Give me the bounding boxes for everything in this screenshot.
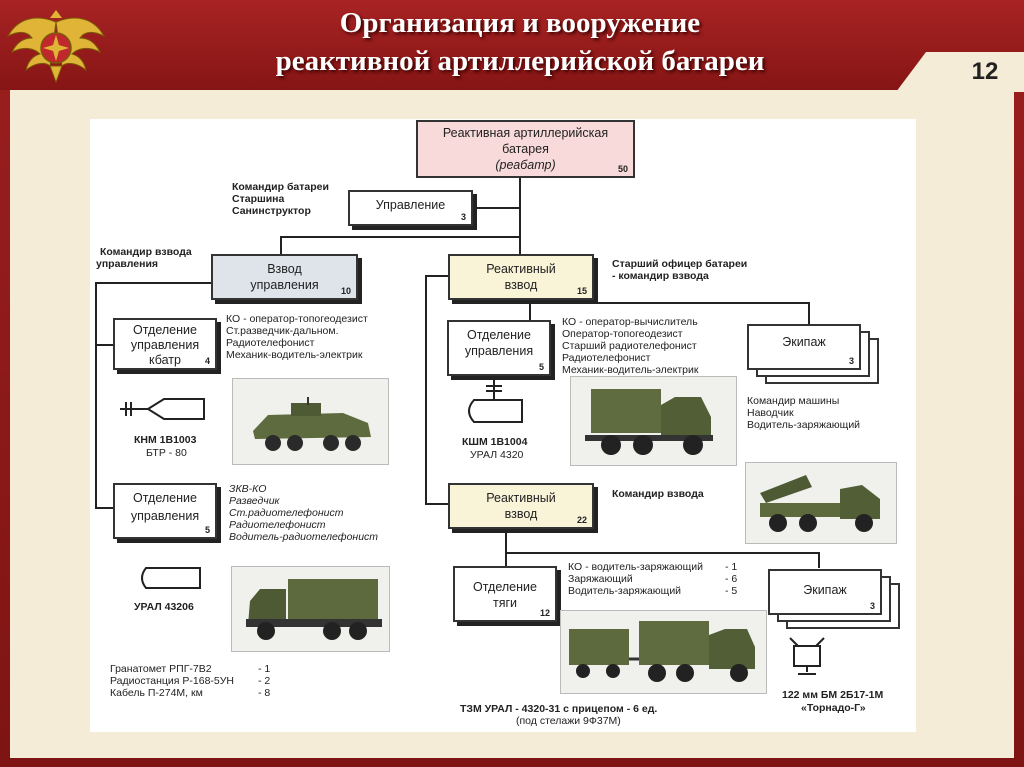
control-note: Командир батареи Старшина Санинструктор [232, 181, 329, 217]
control-label: Управление [375, 198, 446, 212]
traction-count: 12 [539, 608, 550, 618]
banner-corner [896, 52, 1024, 92]
connector [508, 302, 810, 304]
crew1-count: 3 [848, 356, 854, 366]
section-kbatr-crew: КО - оператор-топогеодезист Ст.разведчик… [226, 313, 368, 361]
section-rp-label-2: управления [464, 344, 534, 358]
tzm-vehicle-label: ТЗМ УРАЛ - 4320-31 с прицепом - 6 ед. [460, 703, 658, 715]
connector [505, 531, 507, 552]
connector [280, 236, 521, 238]
connector [425, 275, 427, 503]
tzm-vehicle-sublabel: (под стелажи 9Ф37М) [516, 715, 621, 727]
rocket-platoon-1-label-2: взвод [504, 278, 538, 292]
battery-label-line1: Реактивная артиллерийская [442, 126, 609, 140]
rocket-platoon-2-count: 22 [576, 515, 587, 525]
ksm-vehicle-name: КШМ 1В1004 [462, 436, 528, 448]
slide-number: 12 [971, 58, 999, 85]
rocket-launcher-symbol-icon [789, 637, 825, 675]
section-control2-crew: ЗКВ-КО Разведчик Ст.радиотелефонист Ради… [229, 483, 379, 543]
connector [818, 552, 820, 568]
battery-count: 50 [617, 164, 628, 174]
command-vehicle-symbol-icon [120, 398, 205, 420]
battery-box: Реактивная артиллерийская батарея (реаба… [416, 120, 635, 178]
rocket-platoon-2-note: Командир взвода [612, 488, 704, 500]
section-rp-crew: КО - оператор-вычислитель Оператор-топог… [562, 316, 699, 376]
control-platoon-label-2: управления [250, 278, 319, 292]
section-rp-label-1: Отделение [467, 328, 531, 342]
connector [95, 344, 113, 346]
section-control2-box: Отделение управления 5 [113, 483, 217, 539]
double-headed-eagle-emblem [6, 10, 106, 84]
connector [425, 275, 448, 277]
rocket-platoon-2-box: Реактивный взвод 22 [448, 483, 594, 529]
connector [95, 282, 211, 284]
tornado-weapon-model: «Торнадо-Г» [801, 702, 866, 714]
battery-label-line2: батарея [502, 142, 549, 156]
connector [95, 507, 113, 509]
section-kbatr-label-1: Отделение [133, 323, 197, 337]
battery-abbrev: (реабатр) [495, 158, 556, 172]
slide-title: Организация и вооружение реактивной арти… [110, 4, 930, 80]
connector [529, 302, 531, 322]
crew2-label: Экипаж [803, 583, 847, 597]
control-box: Управление 3 [348, 190, 473, 226]
connector [505, 552, 820, 554]
traction-section-box: Отделение тяги 12 [453, 566, 557, 622]
crew2-box: Экипаж 3 [768, 569, 882, 615]
crew1-members: Командир машины Наводчик Водитель-заряжа… [747, 395, 861, 431]
section-kbatr-count: 4 [204, 356, 210, 366]
section-control2-label-1: Отделение [133, 491, 197, 505]
section-rp-box: Отделение управления 5 [447, 320, 551, 376]
crew1-label: Экипаж [782, 335, 826, 349]
connector [505, 552, 507, 566]
tornado-g-launcher-photo [745, 462, 897, 544]
equipment-list: Гранатомет РПГ-7В2 Радиостанция Р-168-5У… [110, 663, 234, 699]
connector [473, 207, 519, 209]
command-staff-vehicle-symbol-icon [468, 380, 523, 423]
control-platoon-note: Командир взвода управления [96, 246, 192, 270]
title-line-1: Организация и вооружение [339, 7, 701, 39]
section-control2-label-2: управления [130, 509, 200, 523]
section-control2-count: 5 [204, 525, 210, 535]
rocket-platoon-2-label-2: взвод [504, 507, 538, 521]
ural-4320-command-photo [570, 376, 737, 466]
section-kbatr-label-2: управления [130, 338, 200, 352]
tornado-weapon-name: 122 мм БМ 2Б17-1М [782, 689, 884, 701]
traction-crew-roles: КО - водитель-заряжающий Заряжающий Води… [568, 561, 704, 597]
connector [808, 302, 810, 324]
section-rp-count: 5 [538, 362, 544, 372]
control-count: 3 [460, 212, 466, 222]
tzm-ural-with-trailer-photo [560, 610, 767, 694]
control-platoon-label-1: Взвод [267, 262, 302, 276]
knm-vehicle-name: КНМ 1В1003 [134, 434, 197, 446]
rocket-platoon-1-note: Старший офицер батареи - командир взвода [612, 258, 748, 282]
knm-vehicle-base: БТР - 80 [146, 447, 187, 459]
connector [280, 236, 282, 254]
btr-80-photo [232, 378, 389, 465]
rocket-platoon-2-label-1: Реактивный [486, 491, 556, 505]
connector [95, 282, 97, 507]
crew1-box: Экипаж 3 [747, 324, 861, 370]
org-chart-panel [90, 119, 916, 732]
ural-43206-photo [231, 566, 390, 652]
section-kbatr-box: Отделение управления кбатр 4 [113, 318, 217, 370]
control-platoon-box: Взвод управления 10 [211, 254, 358, 300]
equipment-qty: - 1 - 2 - 8 [258, 663, 271, 699]
section-kbatr-label-3: кбатр [149, 353, 181, 367]
ural-43206-label: УРАЛ 43206 [134, 601, 194, 613]
crew2-count: 3 [869, 601, 875, 611]
truck-symbol-icon [141, 567, 201, 589]
traction-crew-qty: - 1 - 6 - 5 [725, 561, 738, 597]
connector [425, 503, 448, 505]
ksm-vehicle-base: УРАЛ 4320 [470, 449, 524, 461]
rocket-platoon-1-label-1: Реактивный [486, 262, 556, 276]
traction-label-1: Отделение [473, 580, 537, 594]
rocket-platoon-1-count: 15 [576, 286, 587, 296]
control-platoon-count: 10 [340, 286, 351, 296]
title-banner [0, 0, 1024, 90]
traction-label-2: тяги [492, 596, 518, 610]
title-line-2: реактивной артиллерийской батареи [275, 45, 765, 77]
rocket-platoon-1-box: Реактивный взвод 15 [448, 254, 594, 300]
